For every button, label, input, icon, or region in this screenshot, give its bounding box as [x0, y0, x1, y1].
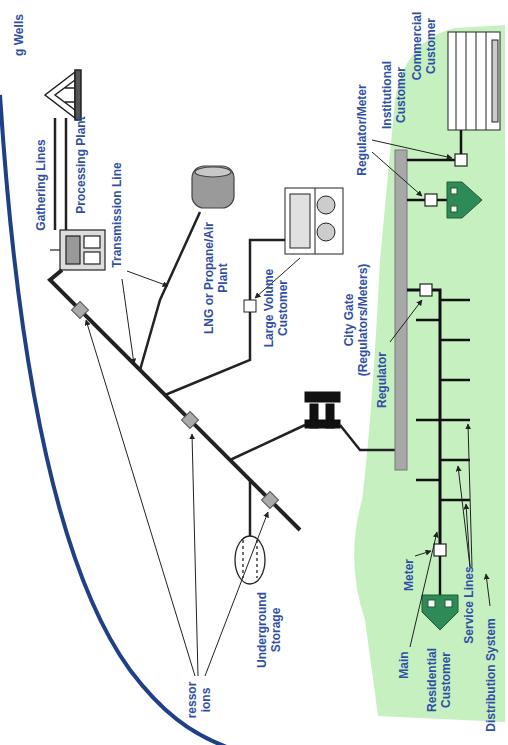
label: Distribution System [485, 618, 499, 731]
label: g Wells [13, 14, 27, 56]
label: ressor ions [186, 675, 214, 725]
large-volume-plant [290, 194, 310, 248]
label: Meter [403, 559, 417, 591]
city-gate [305, 392, 340, 428]
leader-lines [192, 434, 198, 676]
commercial-building [448, 32, 500, 130]
compressor-station [182, 412, 199, 429]
processing-plant [84, 252, 100, 264]
large-volume-plant [244, 188, 343, 312]
well-derrick [75, 70, 81, 120]
large-volume-plant [317, 223, 335, 241]
distribution-main [440, 300, 470, 500]
label: Regulator [376, 352, 390, 408]
distribution-area [354, 25, 505, 722]
large-volume-plant [285, 188, 343, 254]
residential-house [445, 600, 452, 607]
frame-arc [0, 95, 235, 745]
leader-lines [372, 152, 422, 196]
residential-house [422, 595, 458, 630]
label: Commercial Customer [411, 3, 439, 88]
label: Gathering Lines [35, 139, 49, 230]
label: City Gate (Regulators/Meters) [343, 255, 371, 385]
lng-tank [192, 166, 234, 208]
label: Residential Customer [426, 635, 454, 725]
label: Processing Plant [75, 116, 89, 213]
transmission-line [340, 425, 395, 450]
processing-plant [66, 236, 80, 264]
large-volume-plant [244, 300, 256, 312]
label: Regulator/Meter [356, 84, 370, 175]
well-derrick [45, 70, 81, 120]
commercial-building [448, 32, 500, 130]
residential-house [428, 600, 435, 607]
leader-lines [390, 300, 422, 342]
institutional-house [451, 188, 457, 194]
large-volume-plant [315, 188, 316, 254]
lng-tank [192, 166, 234, 208]
processing-plant [50, 249, 60, 250]
leader-lines [468, 424, 472, 567]
meter-box [434, 544, 446, 556]
processing-plant [60, 230, 105, 270]
transmission-line [140, 212, 200, 370]
commercial-building [492, 40, 498, 122]
transmission-line [50, 212, 395, 536]
label: LNG or Propane/Air Plant [203, 222, 231, 334]
compressor-station [72, 302, 279, 509]
leader-lines [86, 140, 490, 676]
label: Main [398, 651, 412, 678]
gathering-lines [54, 118, 57, 230]
transmission-line [230, 425, 305, 460]
label: Service Lines [463, 566, 477, 643]
institutional-house [447, 182, 482, 218]
gathering-lines [65, 118, 68, 230]
institutional-house [451, 206, 457, 212]
leader-lines [458, 466, 470, 567]
leader-lines [486, 574, 490, 606]
well-derrick [55, 80, 75, 110]
city-gate [305, 420, 340, 428]
transmission-line [249, 480, 252, 536]
distribution-main [407, 290, 440, 544]
distribution-header [395, 150, 407, 470]
leader-lines [415, 551, 431, 556]
label: Transmission Line [111, 162, 125, 267]
city-gate [305, 392, 340, 402]
gathering-lines [55, 118, 66, 230]
processing-plant [50, 230, 105, 270]
leader-lines [122, 279, 134, 364]
residential-house [422, 595, 458, 630]
meter-box [420, 284, 432, 296]
lng-tank [195, 167, 231, 177]
compressor-station [72, 302, 89, 319]
institutional-house [447, 182, 482, 218]
leader-lines [372, 140, 452, 158]
processing-plant [84, 236, 100, 248]
large-volume-plant [317, 196, 335, 214]
well-derrick [45, 72, 75, 118]
commercial-building [456, 32, 486, 130]
label: Institutional Customer [381, 50, 409, 140]
distribution-main [407, 130, 461, 160]
label: Underground Storage [256, 585, 284, 675]
leader-lines [86, 320, 195, 676]
compressor-station [262, 492, 279, 509]
label: Large Volume Customer [263, 261, 291, 356]
meter-box [455, 154, 467, 166]
meter-box [425, 194, 437, 206]
distribution-main [416, 320, 440, 480]
leader-lines [127, 271, 168, 286]
distribution-main [439, 556, 442, 595]
